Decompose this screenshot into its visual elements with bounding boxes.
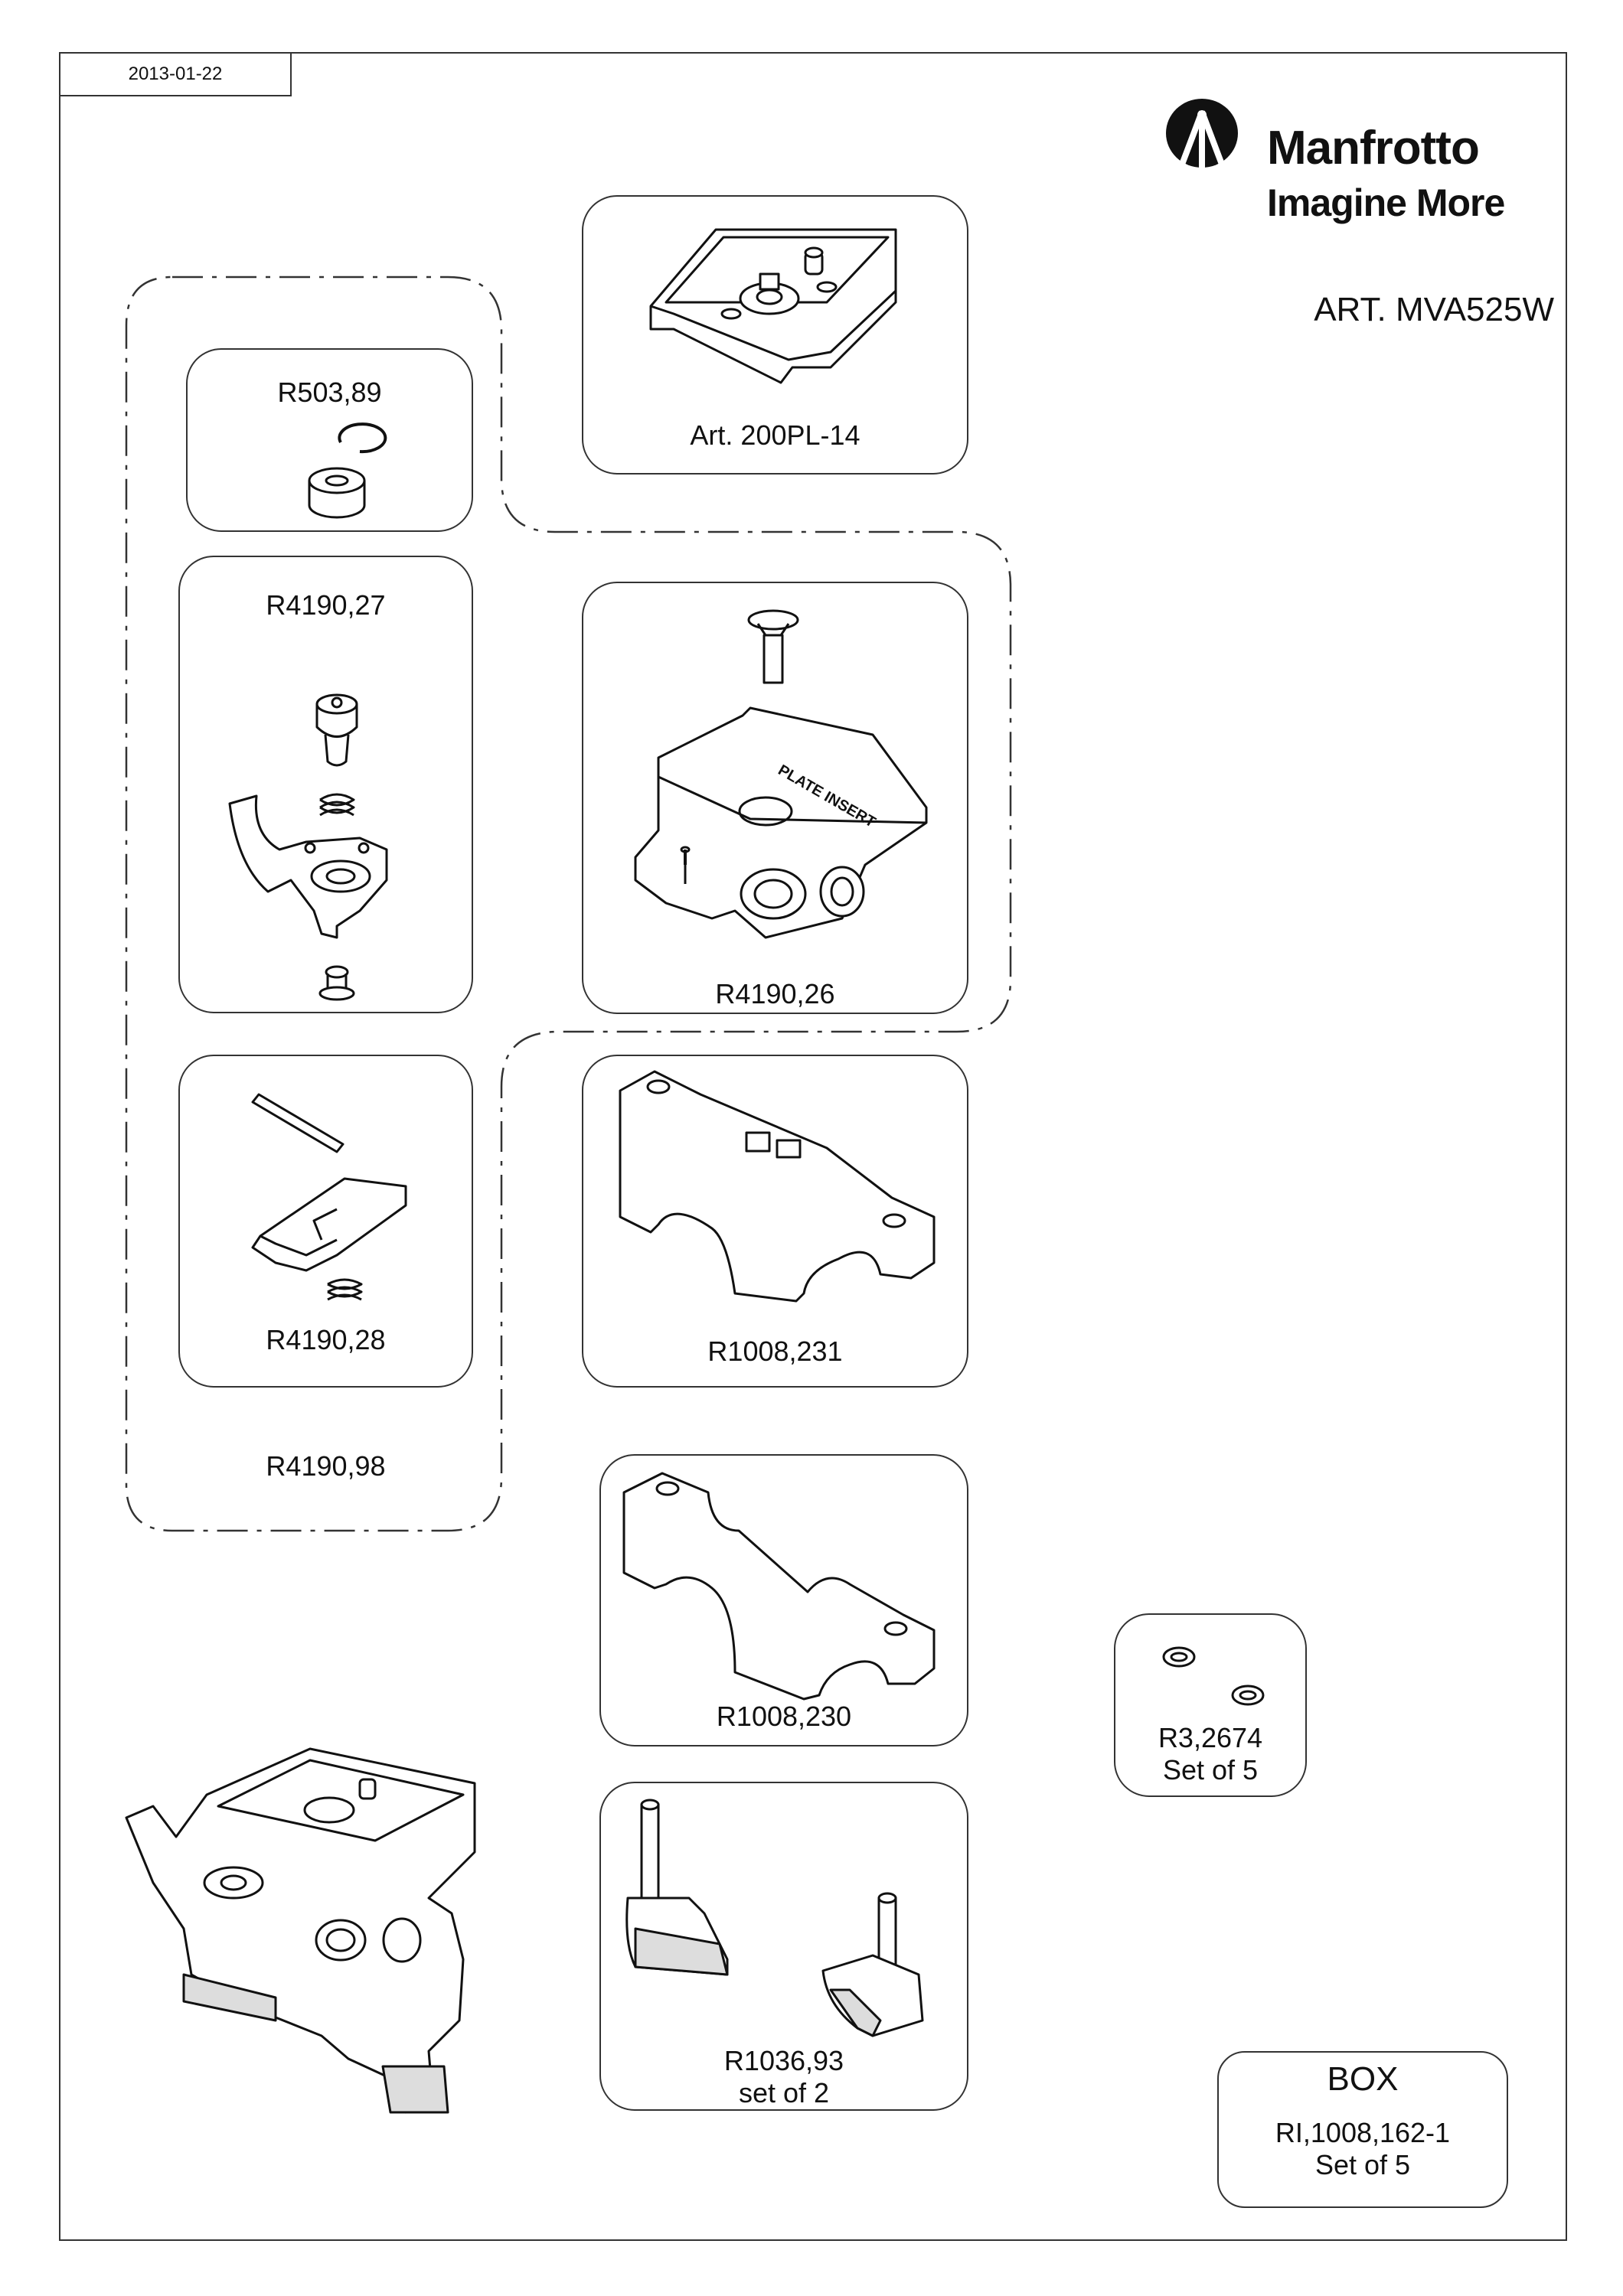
label-r4190-27: R4190,27 bbox=[266, 589, 386, 621]
part-box-r1008-230 bbox=[599, 1454, 968, 1746]
label-r1008-230: R1008,230 bbox=[716, 1701, 852, 1732]
part-box-r503 bbox=[186, 348, 473, 532]
part-box-r4190-26 bbox=[582, 582, 968, 1014]
clamp-jaw-230-drawing bbox=[622, 1472, 936, 1701]
brand-tagline: Imagine More bbox=[1267, 181, 1505, 224]
label-r1008-231: R1008,231 bbox=[707, 1336, 843, 1367]
quick-release-plate-drawing bbox=[649, 228, 897, 384]
clamp-jaw-231-drawing bbox=[619, 1070, 936, 1303]
knobs-drawing bbox=[625, 1799, 924, 2037]
clamp-body-drawing bbox=[634, 609, 928, 939]
part-box-plate bbox=[582, 195, 968, 475]
label-r503-89: R503,89 bbox=[277, 377, 382, 408]
label-r4190-98: R4190,98 bbox=[266, 1450, 386, 1482]
date-text: 2013-01-22 bbox=[128, 64, 223, 84]
label-r1036-93: R1036,93 set of 2 bbox=[599, 2045, 968, 2109]
part-box-r3-2674 bbox=[1114, 1613, 1307, 1797]
date-box: 2013-01-22 bbox=[59, 52, 292, 96]
label-r1036-93-code: R1036,93 bbox=[723, 2045, 844, 2076]
label-box-title: BOX bbox=[1327, 2060, 1399, 2098]
brand-name: Manfrotto bbox=[1267, 122, 1480, 174]
lever-parts-drawing bbox=[228, 693, 388, 1001]
part-box-r4190-28 bbox=[178, 1055, 473, 1388]
part-box-box bbox=[1217, 2051, 1508, 2208]
circlip-and-bushing-drawing bbox=[308, 422, 387, 519]
part-box-r4190-27 bbox=[178, 556, 473, 1013]
drawing-frame bbox=[59, 52, 1567, 2241]
label-r1036-93-qty: set of 2 bbox=[738, 2077, 830, 2108]
assembled-head-drawing bbox=[125, 1747, 476, 2114]
label-box-code: RI,1008,162-1 bbox=[1275, 2117, 1451, 2148]
label-box-qty: Set of 5 bbox=[1314, 2149, 1411, 2180]
part-box-r1036-93 bbox=[599, 1782, 968, 2111]
washers-drawing bbox=[1162, 1646, 1265, 1706]
label-plate: Art. 200PL-14 bbox=[690, 419, 860, 451]
label-r3-2674-code: R3,2674 bbox=[1158, 1722, 1263, 1753]
manfrotto-logo-icon bbox=[1166, 99, 1238, 170]
label-r3-2674-qty: Set of 5 bbox=[1162, 1754, 1259, 1786]
release-lever-drawing bbox=[251, 1093, 407, 1301]
label-r4190-28: R4190,28 bbox=[266, 1324, 386, 1355]
label-box: BOX RI,1008,162-1 Set of 5 bbox=[1217, 2059, 1508, 2181]
article-number: ART. MVA525W bbox=[1314, 291, 1554, 328]
label-r4190-26: R4190,26 bbox=[715, 978, 835, 1009]
part-box-r1008-231 bbox=[582, 1055, 968, 1388]
label-r3-2674: R3,2674 Set of 5 bbox=[1114, 1722, 1307, 1786]
